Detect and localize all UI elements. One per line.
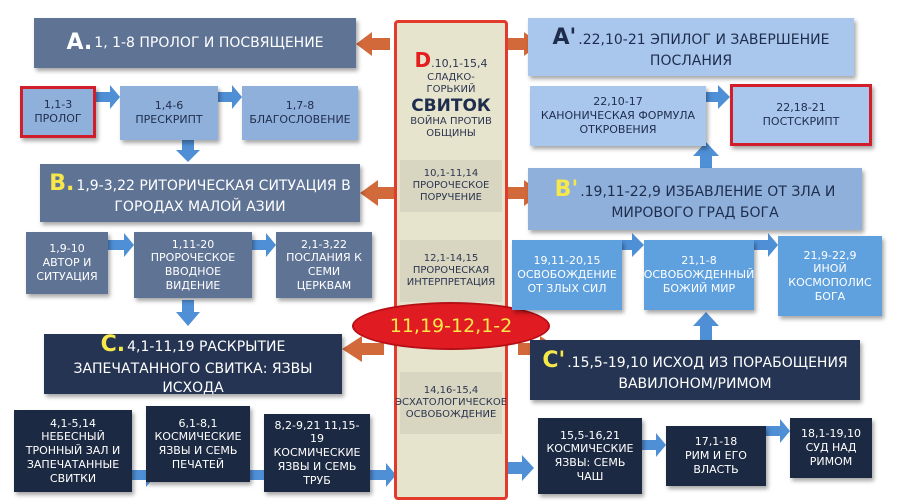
box-label: Освобожденный Божий мир xyxy=(643,268,755,295)
center-ref: .10,1-15,4 xyxy=(431,56,488,70)
b2-box-world: 21,1-8Освобожденный Божий мир xyxy=(644,240,754,310)
box-label: Прескрипт xyxy=(135,113,203,126)
section-b-text: 1,9-3,22 Риторическая ситуация в городах… xyxy=(76,177,351,216)
blue-arrow xyxy=(370,463,396,487)
c2-box-rome: 17,1-18Рим и его власть xyxy=(666,426,766,486)
section-a2-letter: A' xyxy=(552,24,577,50)
blue-arrow xyxy=(96,85,120,109)
box-ref: 22,10-17 xyxy=(593,95,643,109)
center-sub3: 14,16-15,4 Эсхатологическое освобождение xyxy=(395,372,507,434)
c-box-throne: 4,1-5,14Небесный тронный зал и запечатан… xyxy=(14,410,132,492)
section-b-letter: B. xyxy=(49,170,75,196)
blue-arrow xyxy=(706,85,730,109)
box-ref: 1,9-10 xyxy=(49,242,85,256)
section-b2-text: .19,11-22,9 Избавление от зла и мирового… xyxy=(580,183,836,222)
center-sub1: 10,1-11,14 Пророческое поручение xyxy=(400,160,502,212)
blue-arrow xyxy=(176,300,200,326)
section-b-header: B.1,9-3,22 Риторическая ситуация в город… xyxy=(40,164,360,222)
blue-arrow xyxy=(693,312,719,340)
a2-box-postscript: 22,18-21Постскрипт xyxy=(730,84,872,146)
box-label: Благословение xyxy=(249,113,351,126)
box-ref: 2,1-3,22 xyxy=(301,237,347,251)
blue-arrow xyxy=(622,233,644,257)
section-c-text: 4,1-11,19 Раскрытие запечатанного свитка… xyxy=(73,339,313,396)
blue-arrow xyxy=(754,233,778,257)
a2-box-canon: 22,10-17Каноническая формула откровения xyxy=(530,86,706,146)
orange-arrow-b xyxy=(360,180,396,206)
box-label: Космические язвы и семь труб xyxy=(273,446,361,487)
c-box-trumpets: 8,2-9,21 11,15-19Космические язвы и семь… xyxy=(264,414,370,492)
c2-box-bowls: 15,5-16,21Космические язвы: семь чаш xyxy=(538,418,642,494)
box-ref: 21,9-22,9 xyxy=(803,248,857,262)
box-label: Пророческое вводное видение xyxy=(150,251,236,292)
orange-arrow-a xyxy=(356,32,390,56)
center-letter: D xyxy=(414,47,432,72)
center-oval: 11,19-12,1-2 xyxy=(352,302,550,350)
section-c2-header: C'.15,5-19,10 Исход из порабощения Вавил… xyxy=(530,340,860,400)
section-c-letter: C. xyxy=(100,332,126,358)
box-label: Освобождение от злых сил xyxy=(517,268,617,295)
blue-arrow xyxy=(252,233,276,257)
c2-box-judgment: 18,1-19,10Суд над Римом xyxy=(790,418,872,478)
box-ref: 1,7-8 xyxy=(285,99,315,113)
box-ref: 8,2-9,21 11,15-19 xyxy=(274,418,360,446)
center-line2: горький xyxy=(426,83,476,95)
box-ref: 18,1-19,10 xyxy=(801,427,861,441)
box-label: Автор и ситуация xyxy=(36,256,98,283)
box-ref: 17,1-18 xyxy=(694,435,738,449)
box-label: Космические язвы: семь чаш xyxy=(546,442,634,483)
box-ref: 1,1-3 xyxy=(43,98,73,112)
section-a2-header: A'.22,10-21 Эпилог и завершение послания xyxy=(528,18,854,76)
box-label: Иной космополис Бога xyxy=(788,262,872,303)
section-a-text: 1, 1-8 Пролог и посвящение xyxy=(94,34,324,51)
center-sub2: 12,1-14,15 Пророческая интерпретация xyxy=(400,240,502,302)
orange-arrow-c xyxy=(342,336,384,362)
box-ref: 19,11-20,15 xyxy=(533,254,601,268)
b2-box-cosmopolis: 21,9-22,9Иной космополис Бога xyxy=(778,236,882,316)
box-ref: 15,5-16,21 xyxy=(560,428,620,442)
b-box-author: 1,9-10Автор и ситуация xyxy=(26,232,108,294)
section-c2-letter: C' xyxy=(542,347,566,373)
blue-arrow xyxy=(693,142,719,168)
blue-arrow xyxy=(108,233,134,257)
box-ref: 1,4-6 xyxy=(154,99,184,113)
box-label: Послания к семи церквам xyxy=(286,251,362,292)
center-line4: общины xyxy=(426,128,476,140)
box-ref: 6,1-8,1 xyxy=(178,416,218,430)
blue-arrow xyxy=(218,85,242,109)
box-ref: 21,1-8 xyxy=(681,254,717,268)
center-line1: Сладко- xyxy=(427,71,475,83)
b2-box-liberation: 19,11-20,15Освобождение от злых сил xyxy=(512,240,622,310)
section-b2-header: B'.19,11-22,9 Избавление от зла и мирово… xyxy=(528,168,862,230)
center-header: D.10,1-15,4 Сладко- горький Свиток Война… xyxy=(398,26,504,162)
section-a2-text: .22,10-21 Эпилог и завершение послания xyxy=(578,31,830,70)
section-a-header: A. 1, 1-8 Пролог и посвящение xyxy=(34,18,356,68)
section-c-header: C.4,1-11,19 Раскрытие запечатанного свит… xyxy=(44,332,342,396)
box-ref: 1,11-20 xyxy=(171,237,215,251)
a-box-prescript: 1,4-6Прескрипт xyxy=(120,86,218,140)
b-box-vision: 1,11-20Пророческое вводное видение xyxy=(134,232,252,298)
box-label: Постскрипт xyxy=(762,115,840,128)
b-box-letters: 2,1-3,22Послания к семи церквам xyxy=(276,232,372,298)
box-ref: 4,1-5,14 xyxy=(50,416,96,430)
a-box-blessing: 1,7-8Благословение xyxy=(242,86,358,140)
blue-arrow xyxy=(642,433,666,457)
blue-arrow xyxy=(766,419,790,443)
box-label: Небесный тронный зал и запечатанные свит… xyxy=(25,430,121,485)
section-a-letter: A. xyxy=(66,30,93,56)
box-label: Рим и его власть xyxy=(685,449,747,476)
section-b2-letter: B' xyxy=(554,176,579,202)
box-label: Пролог xyxy=(34,112,82,125)
a-box-prologue: 1,1-3Пролог xyxy=(20,86,96,138)
blue-arrow xyxy=(176,140,200,162)
center-title: Свиток xyxy=(411,95,491,116)
box-label: Космические язвы и семь печатей xyxy=(154,430,242,471)
box-label: Каноническая формула откровения xyxy=(540,109,696,136)
center-line3: Война против xyxy=(410,116,492,128)
box-ref: 22,18-21 xyxy=(776,101,826,115)
section-c2-text: .15,5-19,10 Исход из порабощения Вавилон… xyxy=(567,354,848,393)
box-label: Суд над Римом xyxy=(805,441,857,468)
c-box-seals: 6,1-8,1Космические язвы и семь печатей xyxy=(146,406,250,482)
